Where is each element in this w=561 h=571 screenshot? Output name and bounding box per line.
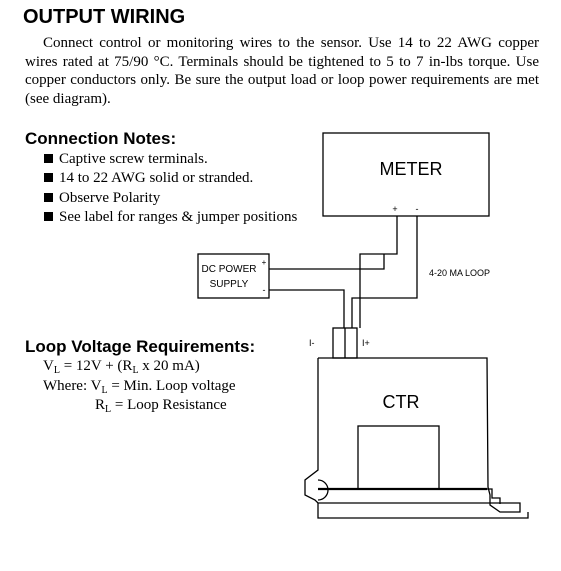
equation-sub: L [53, 365, 60, 376]
ctr-body [304, 357, 521, 513]
connection-notes-title: Connection Notes: [25, 129, 177, 148]
list-item-text: Observe Polarity [59, 189, 161, 206]
equation-mid: = 12V + (R [59, 358, 133, 374]
loop-voltage-title: Loop Voltage Requirements: [25, 337, 256, 356]
list-item: See label for ranges & jumper positions [44, 208, 297, 227]
list-item-text: 14 to 22 AWG solid or stranded. [59, 170, 254, 187]
loop-resistance-definition: RL = Loop Resistance [95, 397, 227, 415]
list-item: 14 to 22 AWG solid or stranded. [44, 169, 297, 188]
list-item: Captive screw terminals. [44, 150, 297, 169]
connection-notes-list: Captive screw terminals. 14 to 22 AWG so… [44, 150, 297, 227]
ctr-base [317, 503, 529, 519]
r-label: R [95, 397, 106, 413]
terminal-plus-label: I+ [362, 338, 370, 348]
bullet-square-icon [44, 173, 53, 183]
loop-voltage-where: Where: VL = Min. Loop voltage [43, 378, 236, 396]
bullet-square-icon [44, 192, 53, 202]
where-sub: L [101, 385, 108, 396]
ctr-label: CTR [383, 392, 420, 412]
ctr-clip-icon [487, 488, 501, 504]
equation-v: V [43, 358, 54, 374]
meter-box [322, 132, 490, 217]
power-plus-label: + [262, 258, 267, 267]
ctr-hook-icon [317, 479, 329, 501]
equation-sub: L [132, 365, 139, 376]
terminal-minus-label: I- [309, 338, 315, 348]
ctr-window [357, 425, 440, 490]
r-sub: L [105, 404, 112, 415]
list-item: Observe Polarity [44, 189, 297, 208]
meter-label: METER [380, 159, 443, 179]
list-item-text: Captive screw terminals. [59, 151, 208, 167]
r-text: = Loop Resistance [111, 397, 227, 413]
where-label: Where: V [43, 378, 102, 394]
power-supply-box [197, 253, 270, 299]
equation-suffix: x 20 mA) [138, 358, 200, 374]
wire-supply-plus [269, 254, 385, 270]
meter-minus-label: - [416, 204, 419, 214]
power-supply-line1: DC POWER [202, 264, 257, 275]
bullet-square-icon [44, 154, 53, 163]
power-supply-line2: SUPPLY [210, 279, 249, 290]
intro-paragraph: Connect control or monitoring wires to t… [25, 35, 539, 107]
loop-voltage-equation: VL = 12V + (RL x 20 mA) [43, 358, 200, 376]
power-minus-label: - [263, 285, 266, 295]
wire-meter-plus [359, 216, 398, 328]
wire-meter-minus [351, 216, 418, 328]
wire-supply-minus [269, 289, 345, 328]
where-text: = Min. Loop voltage [107, 378, 236, 394]
bullet-square-icon [44, 211, 53, 221]
list-item-text: See label for ranges & jumper positions [59, 208, 298, 225]
page-title: OUTPUT WIRING [23, 6, 186, 28]
loop-label: 4-20 MA LOOP [429, 268, 490, 278]
meter-plus-label: + [392, 204, 397, 214]
